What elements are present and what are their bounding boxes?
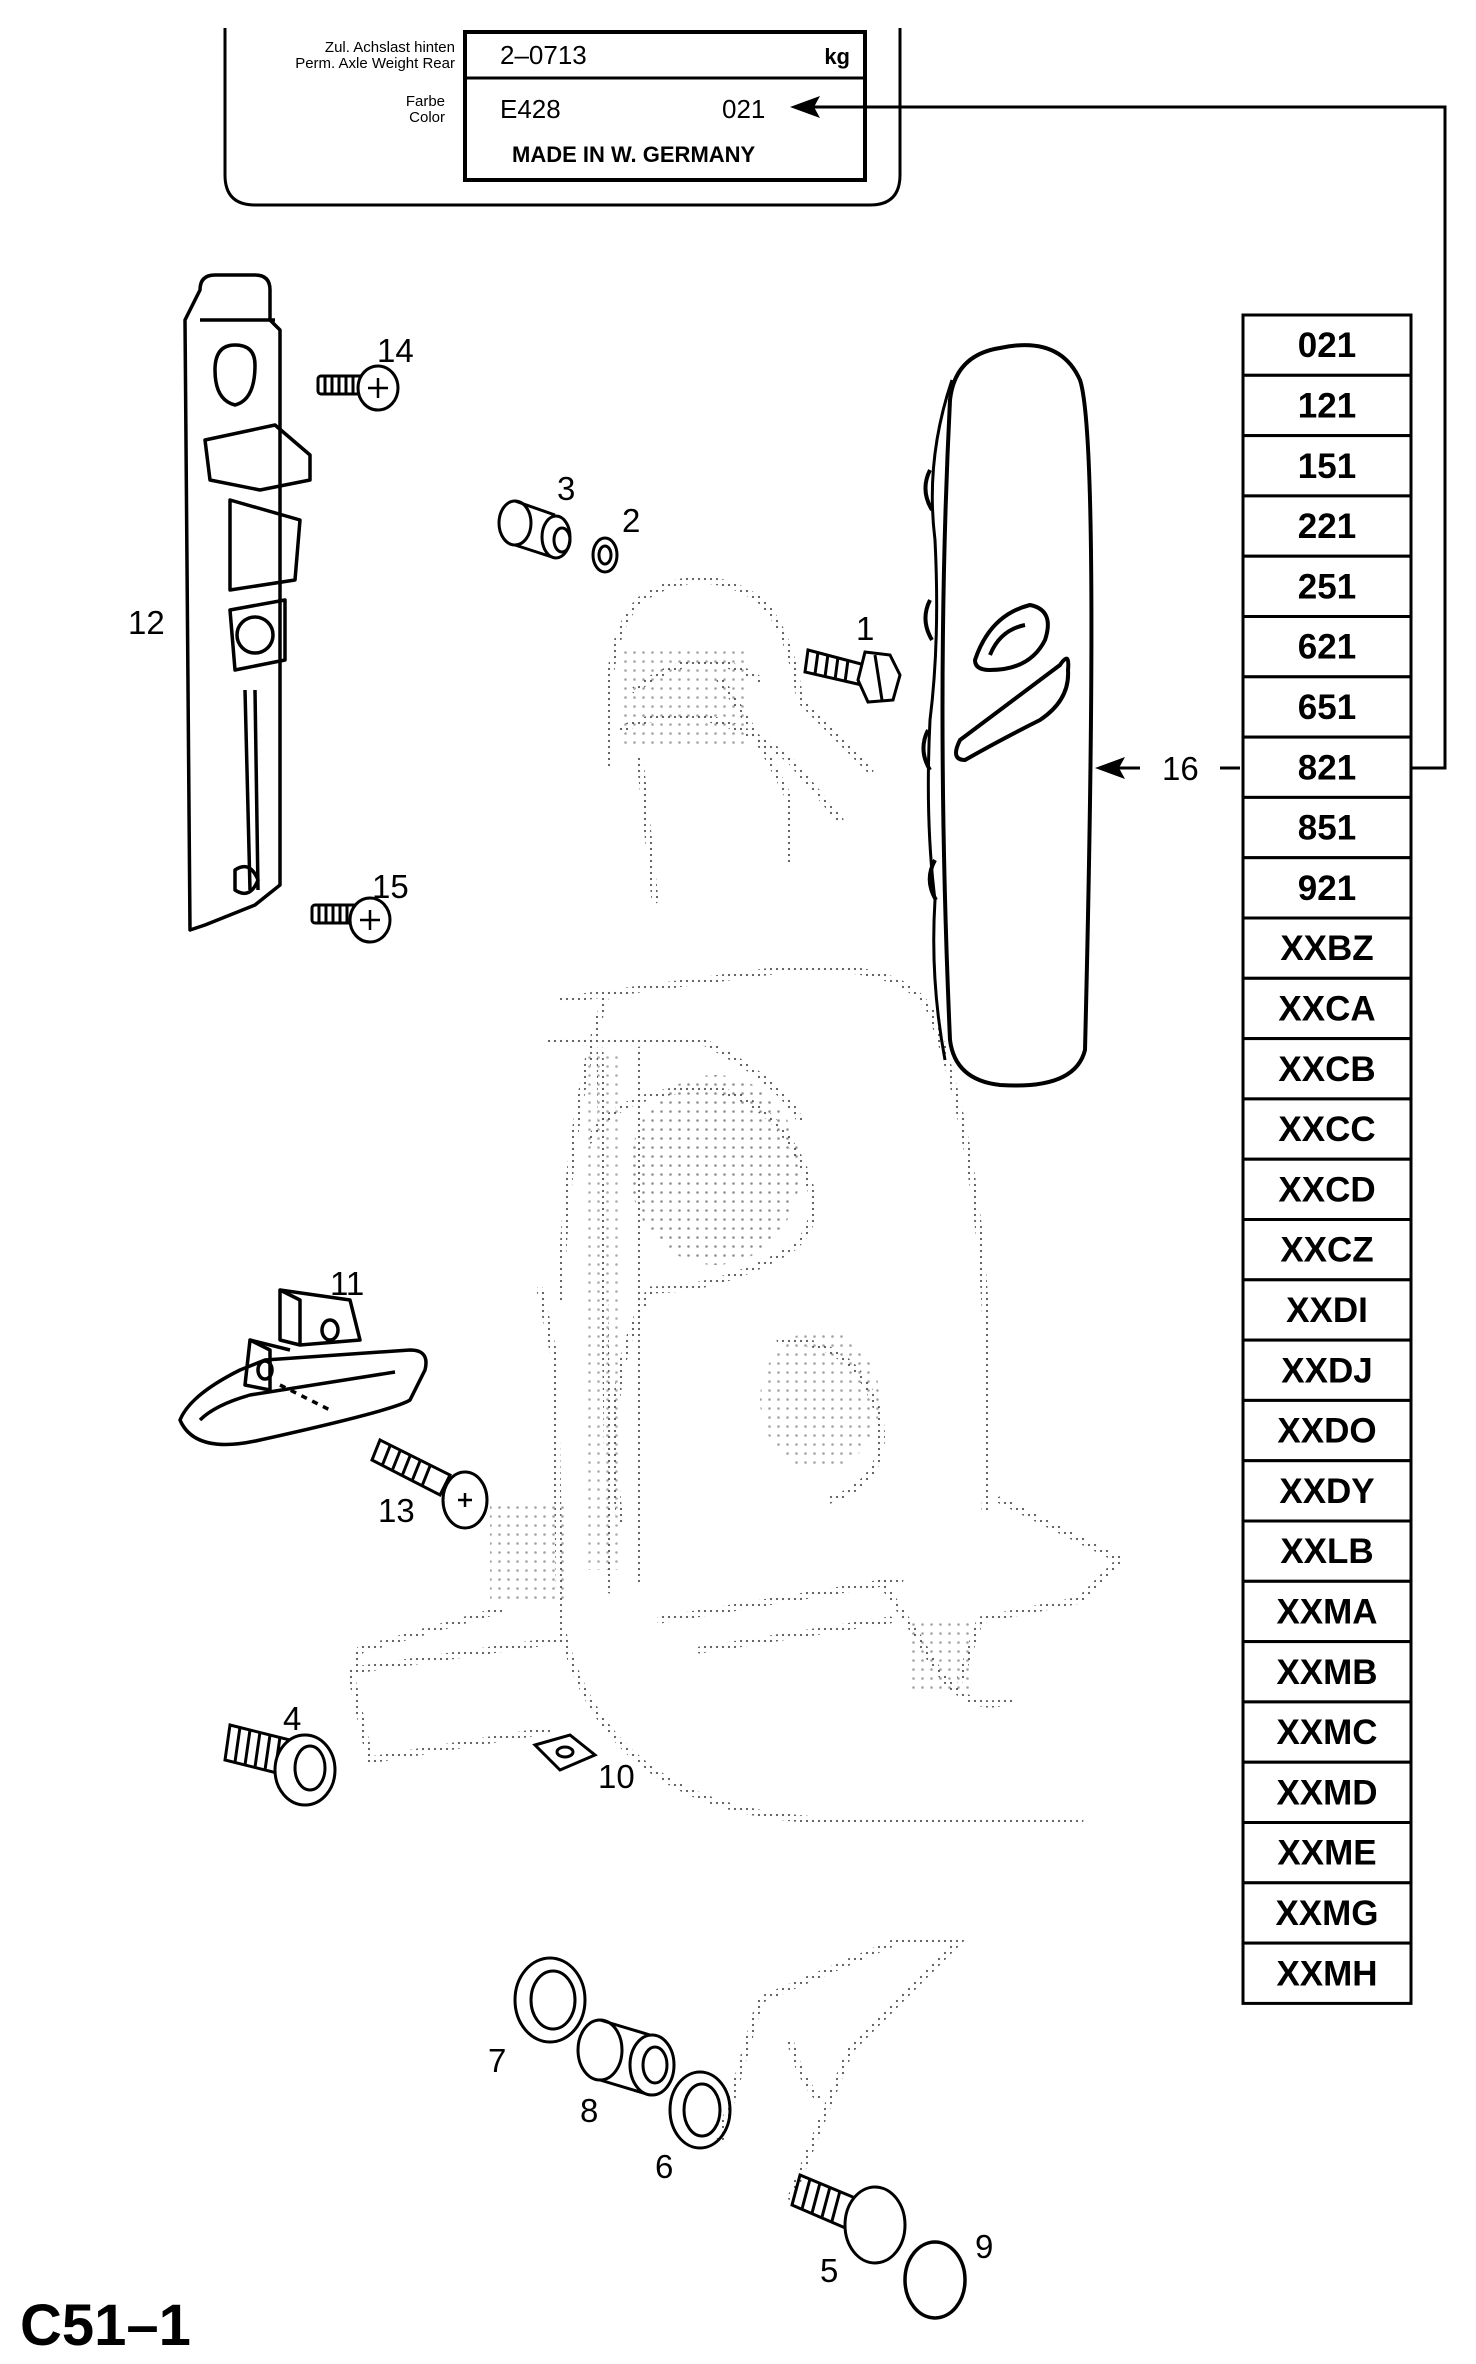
color-code-item: 821	[1298, 748, 1356, 787]
part-5-bolt	[790, 2172, 907, 2265]
color-code-cell	[1241, 373, 1413, 438]
part-7-washer	[513, 1956, 587, 2044]
color-code-cell	[1241, 976, 1413, 1041]
color-code-item: 621	[1298, 628, 1356, 667]
color-code-cell	[1241, 615, 1413, 679]
color-code-item: XXMH	[1276, 1954, 1377, 1993]
color-code-item: XXMD	[1276, 1773, 1377, 1812]
color-code-cell	[1241, 735, 1413, 799]
color-code-cell	[1241, 1218, 1413, 1282]
axle-weight-label-en: Perm. Axle Weight Rear	[295, 55, 455, 72]
part-15-screw	[310, 896, 392, 944]
color-code-item: XXDY	[1279, 1472, 1374, 1511]
callout-9: 9	[975, 2228, 993, 2265]
part-3-sleeve	[497, 499, 572, 560]
callout-labels: 1 2 3 4 5 6 7 8 9 10 11 12 13 14 15 16	[128, 332, 1199, 2289]
part-6-washer	[668, 2070, 732, 2150]
color-code-item: XXMG	[1275, 1894, 1378, 1933]
id-plate: Zul. Achslast hinten Perm. Axle Weight R…	[223, 28, 902, 207]
color-code-cell	[1241, 1519, 1413, 1583]
axle-weight-unit: kg	[824, 44, 850, 69]
color-code-cell	[1241, 1579, 1413, 1644]
color-code-item: XXMB	[1276, 1653, 1377, 1692]
color-code-item: 851	[1298, 809, 1356, 848]
color-code-item: XXCB	[1278, 1050, 1375, 1089]
callout-11: 11	[330, 1265, 364, 1302]
part-4-bolt	[223, 1723, 337, 1807]
callout-8: 8	[580, 2092, 598, 2129]
color-code-cell	[1241, 1097, 1413, 1161]
part-16-leader	[1095, 757, 1240, 779]
color-code-item: XXMC	[1276, 1713, 1377, 1752]
callout-2: 2	[622, 502, 640, 539]
color-code-item: XXDI	[1286, 1291, 1368, 1330]
color-code-item: 151	[1298, 447, 1356, 486]
color-code-item: 121	[1298, 386, 1356, 425]
part-2-clip	[591, 536, 619, 574]
color-code-cell	[1241, 856, 1413, 920]
part-10-nut	[532, 1733, 598, 1772]
seat-shading	[490, 650, 970, 1690]
made-in-label: MADE IN W. GERMANY	[512, 142, 756, 167]
color-code-item: 651	[1298, 688, 1356, 727]
color-code-cell	[1241, 1037, 1413, 1101]
callout-13: 13	[378, 1492, 415, 1529]
color-label-de: Farbe	[406, 93, 445, 110]
callout-7: 7	[488, 2042, 506, 2079]
callout-10: 10	[598, 1758, 635, 1795]
color-code-item: XXCD	[1278, 1170, 1375, 1209]
color-code-item: 221	[1298, 507, 1356, 546]
color-code-cell	[1241, 675, 1413, 739]
part-8-bushing	[576, 2018, 676, 2097]
color-code-cell	[1241, 494, 1413, 558]
callout-5: 5	[820, 2252, 838, 2289]
color-code-cell	[1241, 1459, 1413, 1523]
color-code-item: 021	[1298, 326, 1356, 365]
callout-15: 15	[372, 868, 409, 905]
part-16-trim-cover	[921, 343, 1094, 1088]
plate-leader	[790, 96, 1447, 770]
lower-bracket-outline	[716, 1936, 969, 2202]
color-code-item: XXME	[1277, 1834, 1376, 1873]
color-code-cell	[1241, 554, 1413, 619]
callout-16: 16	[1162, 750, 1199, 787]
color-code-cell	[1241, 1398, 1413, 1463]
color-number: 021	[722, 94, 765, 124]
part-12-rail	[183, 273, 312, 932]
color-code-cell	[1241, 1881, 1413, 1945]
color-code-cell	[1241, 1941, 1413, 2005]
color-code-item: XXMA	[1276, 1592, 1377, 1631]
color-code-cell	[1241, 1821, 1413, 1885]
part-1-bolt	[803, 648, 902, 704]
color-code-item: 251	[1298, 567, 1356, 606]
color-code-item: XXBZ	[1280, 929, 1373, 968]
color-code-item: XXDO	[1277, 1412, 1376, 1451]
part-14-screw	[316, 364, 400, 412]
axle-weight-value: 2–0713	[500, 40, 587, 70]
color-code-item: XXLB	[1280, 1532, 1373, 1571]
callout-12: 12	[128, 604, 165, 641]
callout-14: 14	[377, 332, 414, 369]
callout-6: 6	[655, 2148, 673, 2185]
color-code-cell	[1241, 1760, 1413, 1824]
color-code-item: XXCZ	[1280, 1231, 1373, 1270]
color-code-cell	[1241, 313, 1413, 377]
color-code-cell	[1241, 1640, 1413, 1704]
color-label-en: Color	[409, 109, 445, 126]
color-code-item: XXCC	[1278, 1110, 1375, 1149]
color-code-item: XXCA	[1278, 989, 1375, 1028]
color-code: E428	[500, 94, 561, 124]
axle-weight-label-de: Zul. Achslast hinten	[325, 39, 455, 56]
callout-1: 1	[856, 610, 874, 647]
page-id: C51–1	[20, 2293, 191, 2358]
callout-4: 4	[283, 1700, 301, 1737]
color-code-item: 921	[1298, 869, 1356, 908]
part-13-screw	[370, 1437, 489, 1530]
callout-3: 3	[557, 470, 575, 507]
part-9-cap	[903, 2240, 967, 2320]
color-code-item: XXDJ	[1281, 1351, 1372, 1390]
part-11-guide	[178, 1288, 428, 1447]
